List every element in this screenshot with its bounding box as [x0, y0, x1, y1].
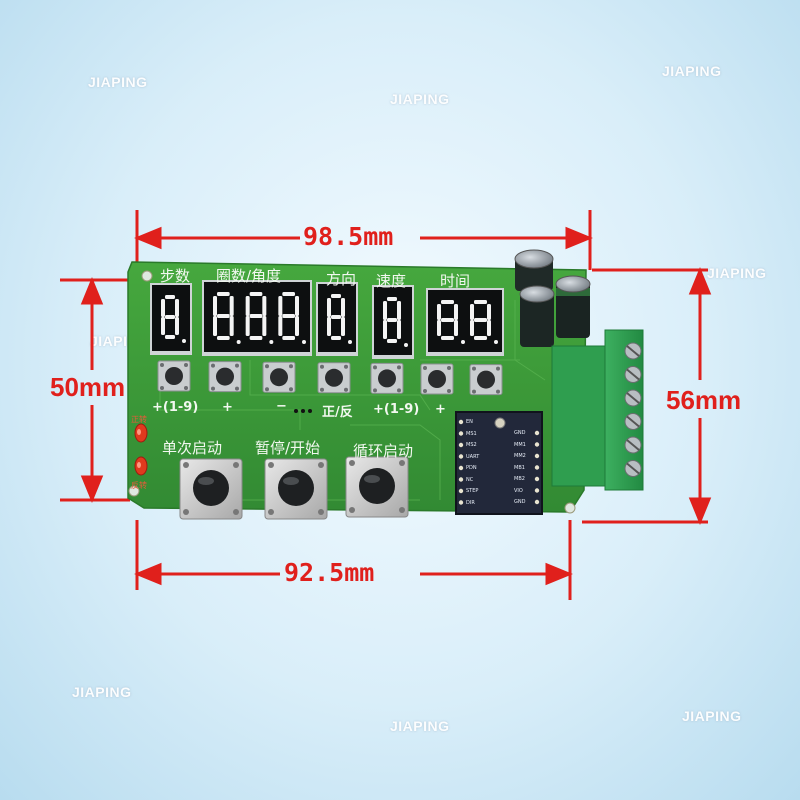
capacitors — [514, 249, 591, 347]
display-label-steps: 步数 — [160, 267, 191, 285]
driver-pin-label: MS1 — [466, 430, 477, 437]
driver-pin-label: NC — [466, 476, 474, 483]
watermark: JIAPING — [390, 718, 450, 734]
watermark: JIAPING — [707, 265, 767, 281]
driver-pin-label: MM1 — [514, 441, 526, 448]
watermark: JIAPING — [682, 708, 742, 724]
driver-pin-label: VIO — [514, 487, 523, 494]
pin-header — [534, 442, 540, 447]
driver-pin-label: UART — [466, 453, 480, 460]
seven-segment-display — [150, 283, 192, 355]
button-label: +(1-9) — [152, 400, 199, 415]
driver-pin-label: PDN — [466, 465, 477, 471]
pin-header — [458, 465, 464, 471]
small-chip — [294, 409, 312, 413]
watermark: JIAPING — [662, 63, 722, 79]
watermark: JIAPING — [72, 684, 132, 700]
led-label-reverse: 反转 — [131, 481, 147, 490]
tactile-button-large — [179, 458, 243, 520]
driver-pin-label: MB2 — [514, 476, 525, 482]
label-single-start: 单次启动 — [162, 439, 223, 457]
pin-header — [534, 488, 540, 493]
dimension-bottom-width: 92.5mm — [284, 558, 375, 587]
driver-module — [455, 411, 543, 515]
pin-header — [534, 465, 540, 470]
button-label: +(1-9) — [373, 402, 420, 417]
big-buttons — [179, 456, 409, 520]
pin-header — [534, 430, 540, 436]
watermark: JIAPING — [88, 74, 148, 90]
terminal-screw — [624, 413, 642, 430]
label-loop-start: 循环启动 — [353, 442, 414, 460]
terminal-screw — [624, 436, 642, 454]
display-label-direction: 方向 — [326, 270, 357, 288]
small-buttons — [157, 360, 503, 396]
pin-header — [458, 500, 464, 505]
tactile-button-small — [370, 362, 404, 394]
tactile-button-large — [345, 456, 409, 518]
driver-pin-label: MB1 — [514, 464, 525, 471]
driver-pin-label: MM2 — [514, 453, 526, 459]
tactile-button-small — [317, 362, 351, 394]
terminal-screw — [624, 342, 642, 360]
led-indicators — [134, 423, 148, 476]
tactile-button-large — [264, 458, 328, 520]
dimension-left-height: 50mm — [50, 372, 126, 402]
tactile-button-small — [262, 361, 296, 393]
terminal-block — [551, 329, 644, 491]
dimension-lines — [60, 210, 712, 600]
pin-header — [458, 454, 464, 459]
tactile-button-small — [469, 364, 503, 396]
button-label: + — [222, 400, 233, 415]
seven-segment-display — [316, 282, 358, 356]
pin-header — [534, 499, 540, 505]
dimension-right-height: 56mm — [666, 385, 742, 415]
pin-header — [458, 488, 464, 494]
pin-header — [458, 477, 464, 482]
dimension-top-width: 98.5mm — [303, 222, 394, 251]
led-label-forward: 正转 — [131, 415, 147, 424]
tactile-button-small — [157, 360, 191, 392]
driver-pin-label: GND — [514, 499, 526, 505]
pin-header — [534, 453, 540, 459]
button-label: − — [276, 399, 287, 414]
driver-pin-label: MS2 — [466, 442, 477, 448]
driver-pin-label: EN — [466, 419, 473, 425]
watermark: JIAPING — [390, 91, 450, 107]
seven-segment-displays — [150, 280, 504, 359]
driver-pin-label: DIR — [466, 499, 475, 506]
display-label-speed: 速度 — [376, 272, 407, 290]
tactile-button-small — [208, 361, 242, 393]
terminal-screw — [624, 366, 642, 383]
display-label-time: 时间 — [440, 272, 471, 290]
pin-header — [458, 431, 464, 436]
driver-pin-label: STEP — [466, 488, 479, 494]
pin-header — [534, 476, 540, 482]
seven-segment-display — [426, 288, 504, 356]
label-pause-start: 暂停/开始 — [255, 439, 321, 457]
pin-header — [458, 419, 464, 425]
display-label-turns-angle: 圈数/角度 — [216, 267, 282, 285]
button-label: 正/反 — [322, 405, 353, 420]
button-label: + — [435, 402, 446, 417]
terminal-screw — [624, 389, 642, 407]
tactile-button-small — [420, 363, 454, 395]
seven-segment-display — [372, 285, 414, 359]
seven-segment-display — [202, 280, 312, 356]
terminal-screw — [624, 460, 642, 477]
driver-pin-label: GND — [514, 430, 526, 436]
pin-header — [458, 442, 464, 448]
